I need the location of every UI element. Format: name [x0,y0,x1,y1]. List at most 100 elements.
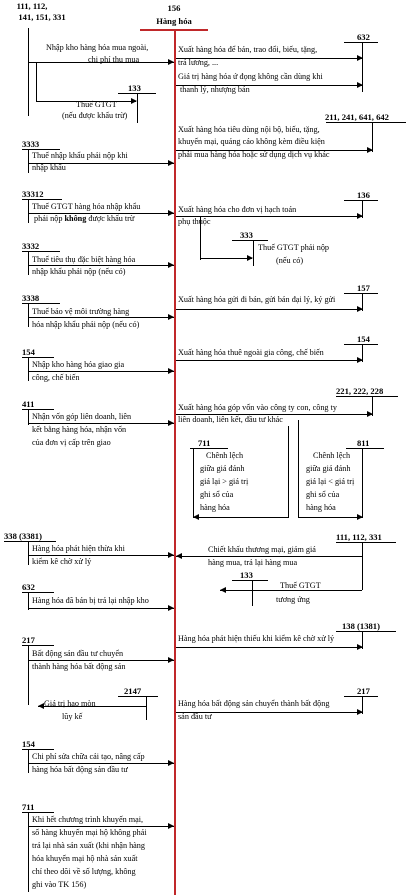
connector [28,251,29,275]
connector [362,344,363,362]
account-rule [22,149,60,150]
text-von-gop-2: kết bằng hàng hóa, nhận vốn [32,425,127,434]
arrow-line [176,556,362,557]
text-noi-bo-3: phải mua hàng hóa hoặc sử dụng dịch vụ k… [178,150,330,159]
account-3333: 3333 [22,139,40,149]
account-3332: 3332 [22,241,40,251]
arrow-line [298,517,362,518]
connector [288,426,289,518]
text-noi-bo-1: Xuất hàng hóa tiêu dùng nội bộ, biếu, tặ… [178,125,320,134]
connector [28,645,29,705]
text-bds-right-1: Hàng hóa bất động sản chuyển thành bất đ… [178,699,330,708]
account-rule [344,344,378,345]
account-rule [22,645,54,646]
text-chiet-khau-2: hàng mua, trả lại hàng mua [208,558,298,567]
connector [28,812,29,892]
arrow-head [168,160,174,166]
arrow-line [176,216,362,217]
text-gtgt-phai-nop-1: Thuế GTGT phải nộp [258,243,330,252]
text-cl811-2: giữa giá đánh [306,464,351,473]
arrow-head [168,314,174,320]
arrow-head [168,760,174,766]
account-154-left: 154 [22,347,35,357]
text-bvmt-1: Thuế bảo vệ môi trường hàng [32,307,130,316]
text-cl711-4: ghi sổ của [200,490,234,499]
text-khuyen-mai-4: hóa khuyến mại hộ nhà sản xuất [32,854,138,863]
account-rule [344,696,378,697]
arrow-line [28,555,174,556]
connector [193,448,194,518]
text-gia-cong-2: công, chế biến [32,373,80,382]
account-154-left-2: 154 [22,739,35,749]
account-rule [344,293,378,294]
connector [28,357,29,381]
arrow-head [193,514,199,520]
account-rule [22,409,54,410]
text-thue-nk-2: nhập khẩu [32,163,66,172]
arrow-head [367,147,373,153]
text-khuyen-mai-2: số hàng khuyến mại hộ không phải [32,828,147,837]
text-khuyen-mai-5: chỉ theo dõi về số lượng, không [32,867,136,876]
account-157: 157 [357,283,370,293]
text-gui-ban: Xuất hàng hóa gửi đi bán, gửi bán đại lý… [178,295,336,304]
account-333: 333 [240,230,253,240]
connector [362,293,363,311]
arrow-line [176,150,372,151]
account-rule [22,749,54,750]
account-211-241-641-642: 211, 241, 641, 642 [325,112,389,122]
arrow-head [168,368,174,374]
account-811: 811 [357,438,370,448]
arrow-head [357,357,363,363]
text-gtgt-phai-nop-2: (nếu có) [276,256,304,265]
text-cl711-2: giữa giá đánh [200,464,245,473]
text-thue-gia-cong: Xuất hàng hóa thuê ngoài gia công, chế b… [178,348,324,357]
arrow-head [38,703,44,709]
connector [298,420,299,518]
connector [28,541,29,565]
arrow-line [36,101,136,102]
arrow-line [28,163,174,164]
connector [36,62,37,102]
arrow-line [28,371,174,372]
arrow-line [28,763,174,764]
text-cl711-5: hàng hóa [200,503,230,512]
text-cl711-1: Chênh lệch [206,451,244,460]
account-217-right: 217 [357,686,370,696]
account-2147: 2147 [124,686,142,696]
text-gtgt-nk-1: Thuế GTGT hàng hóa nhập khẩu [32,202,141,211]
text-noi-bo-2: khuyến mại, quảng cáo không kèm điều kiệ… [178,137,325,146]
account-rule [336,542,396,543]
connector [252,580,253,606]
arrow-line [28,62,174,63]
text-ttdb-2: nhập khẩu phải nộp (nếu có) [32,267,126,276]
account-rule [232,580,268,581]
arrow-line [176,58,362,59]
header-account-code: 156 [167,3,181,13]
text-thue-gtgt-1: Thuế GTGT [76,100,117,109]
text-von-gop-3: của đơn vị cấp trên giao [32,438,111,447]
arrow-head [367,411,373,417]
text-bds-left-1: Bất động sản đầu tư chuyển [32,649,124,658]
arrow-line [28,423,174,424]
arrow-head [168,605,174,611]
connector [137,93,138,123]
arrow-head [220,587,226,593]
account-rule [4,541,56,542]
account-rule [22,592,54,593]
account-133-right: 133 [240,570,253,580]
connector [372,396,373,416]
arrow-head [168,823,174,829]
arrow-line [28,317,174,318]
text-gop-von-1: Xuất hàng hóa góp vốn vào công ty con, c… [178,403,337,412]
arrow-head [168,420,174,426]
arrow-line [38,706,146,707]
text-xuat-ban-2: trả lương, ... [178,58,219,67]
text-thue-gtgt-2: (nếu được khấu trừ) [62,111,128,120]
account-rule [346,448,384,449]
header-left-accounts-1: 111, 112, [16,1,48,11]
account-rule [22,812,54,813]
connector [362,542,363,572]
arrow-line [176,712,362,713]
text-von-gop-1: Nhận vốn góp liên doanh, liên [32,412,132,421]
